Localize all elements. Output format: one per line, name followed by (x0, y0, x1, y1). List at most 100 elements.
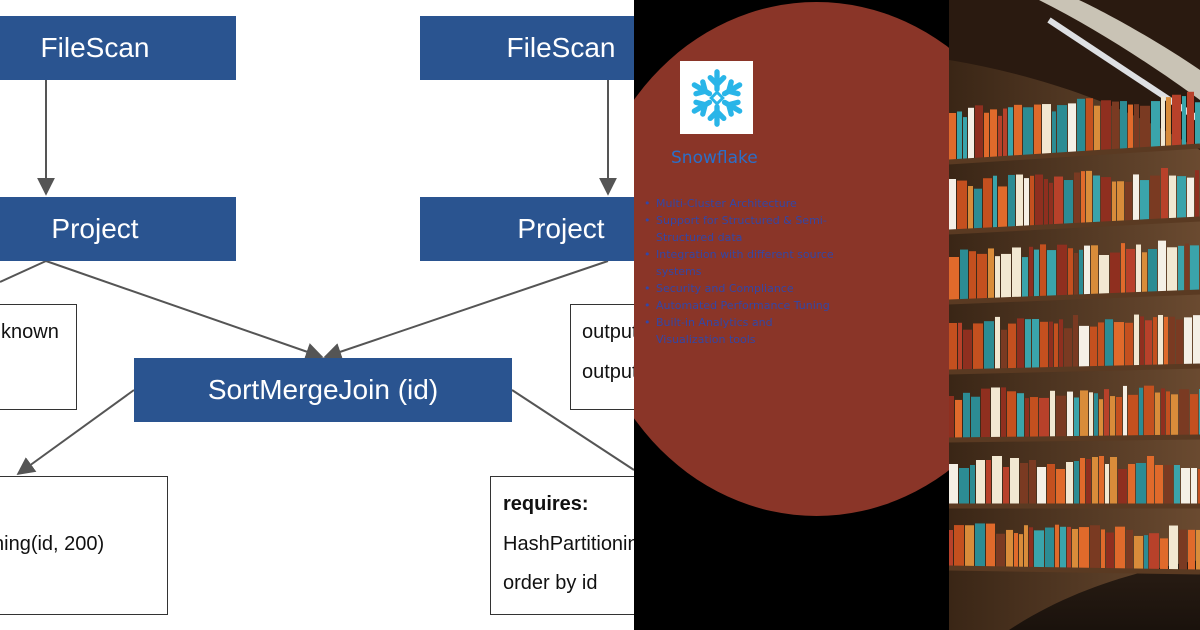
book-spine (1042, 104, 1051, 157)
book-spine (963, 392, 970, 440)
book-spine (1001, 329, 1007, 371)
book-spine (1099, 456, 1104, 506)
book-spine (1140, 316, 1144, 368)
book-spine (1055, 524, 1059, 570)
feature-item: Integration with different source system… (644, 246, 835, 280)
book-spine (1010, 458, 1019, 506)
book-spine (1114, 322, 1124, 369)
book-spine (975, 523, 985, 569)
book-spine (1079, 325, 1089, 369)
book-spine (1140, 180, 1149, 223)
filescan-node-left: FileScan (0, 16, 236, 80)
book-spine (1074, 461, 1079, 506)
book-spine (1024, 525, 1028, 570)
book-spine (984, 321, 994, 372)
book-spine (1190, 394, 1198, 438)
book-spine (1025, 398, 1029, 440)
book-spine (969, 251, 976, 302)
book-spine (1110, 396, 1115, 439)
book-spine (970, 465, 975, 506)
book-spine (1020, 463, 1028, 506)
book-spine (1185, 243, 1189, 293)
book-spine (1064, 180, 1073, 227)
book-spine (960, 249, 968, 302)
book-spine (1191, 468, 1197, 506)
book-spine (1073, 315, 1078, 370)
book-spine (955, 399, 962, 440)
book-spine (1008, 323, 1016, 371)
book-spine (1136, 463, 1146, 506)
book-spine (1115, 526, 1125, 571)
book-spine (1052, 111, 1056, 156)
book-spine (1047, 464, 1055, 506)
book-spine (995, 256, 1000, 301)
book-spine (1101, 177, 1111, 225)
book-spine (965, 525, 974, 569)
book-spine (1040, 244, 1046, 299)
book-spine (949, 396, 954, 440)
book-spine (1118, 469, 1127, 506)
project-node-left-label: Project (51, 213, 139, 244)
book-spine (1153, 317, 1157, 368)
book-spine (1094, 105, 1100, 153)
book-spine (1125, 181, 1132, 223)
book-spine (1195, 102, 1200, 147)
book-spine (988, 248, 994, 301)
book-spine (1136, 244, 1141, 295)
book-spine (1101, 100, 1111, 153)
book-spine (1032, 319, 1039, 371)
book-spine (1025, 319, 1031, 371)
book-spine (1169, 316, 1175, 367)
book-spine (1035, 174, 1043, 228)
edge-join-to-left-note (16, 389, 135, 476)
note-top-left: known (0, 304, 77, 410)
book-spine (1047, 250, 1056, 299)
note-top-left-text: known (1, 321, 59, 343)
book-spine (1059, 319, 1063, 370)
book-spine (1072, 528, 1078, 570)
edge-project-left-out (0, 260, 47, 283)
book-spine (1134, 314, 1139, 368)
book-spine (998, 186, 1007, 230)
book-spine (1044, 179, 1048, 228)
book-spine (1184, 317, 1192, 367)
book-spine (1049, 182, 1053, 227)
book-spine (1067, 391, 1073, 439)
book-spine (1149, 533, 1159, 572)
book-spine (1181, 468, 1190, 506)
book-spine (1139, 387, 1143, 438)
book-spine (949, 530, 953, 568)
book-spine (954, 525, 964, 569)
book-spine (1098, 322, 1104, 369)
book-spine (1142, 252, 1147, 295)
book-spine (1024, 178, 1029, 229)
book-spine (1080, 390, 1088, 439)
shelf-board (949, 216, 1200, 235)
book-spine (1081, 171, 1085, 226)
book-spine (963, 117, 967, 162)
book-spine (1161, 96, 1165, 149)
filescan-node-right: FileScan (420, 16, 634, 80)
book-spine (1068, 248, 1073, 298)
book-spine (1007, 391, 1016, 440)
shelf-board (949, 565, 1200, 575)
book-spine (1017, 318, 1024, 371)
book-spine (1057, 105, 1067, 156)
book-spine (968, 107, 974, 161)
project-node-right-label: Project (517, 213, 605, 244)
book-spine (1196, 529, 1200, 572)
book-spine (957, 180, 967, 232)
book-spine (1193, 315, 1200, 367)
book-spine (1128, 394, 1138, 438)
feature-list: Multi-Cluster Architecture Support for S… (644, 195, 835, 348)
book-spine (1086, 459, 1091, 506)
book-spine (949, 113, 956, 162)
book-spine (1077, 98, 1085, 154)
book-spine (1187, 91, 1194, 147)
book-spine (1134, 104, 1139, 151)
book-spine (949, 464, 958, 506)
book-spine (1003, 108, 1007, 159)
book-spine (1104, 389, 1109, 439)
note-bottom-right-line-2: order by id (503, 572, 598, 594)
